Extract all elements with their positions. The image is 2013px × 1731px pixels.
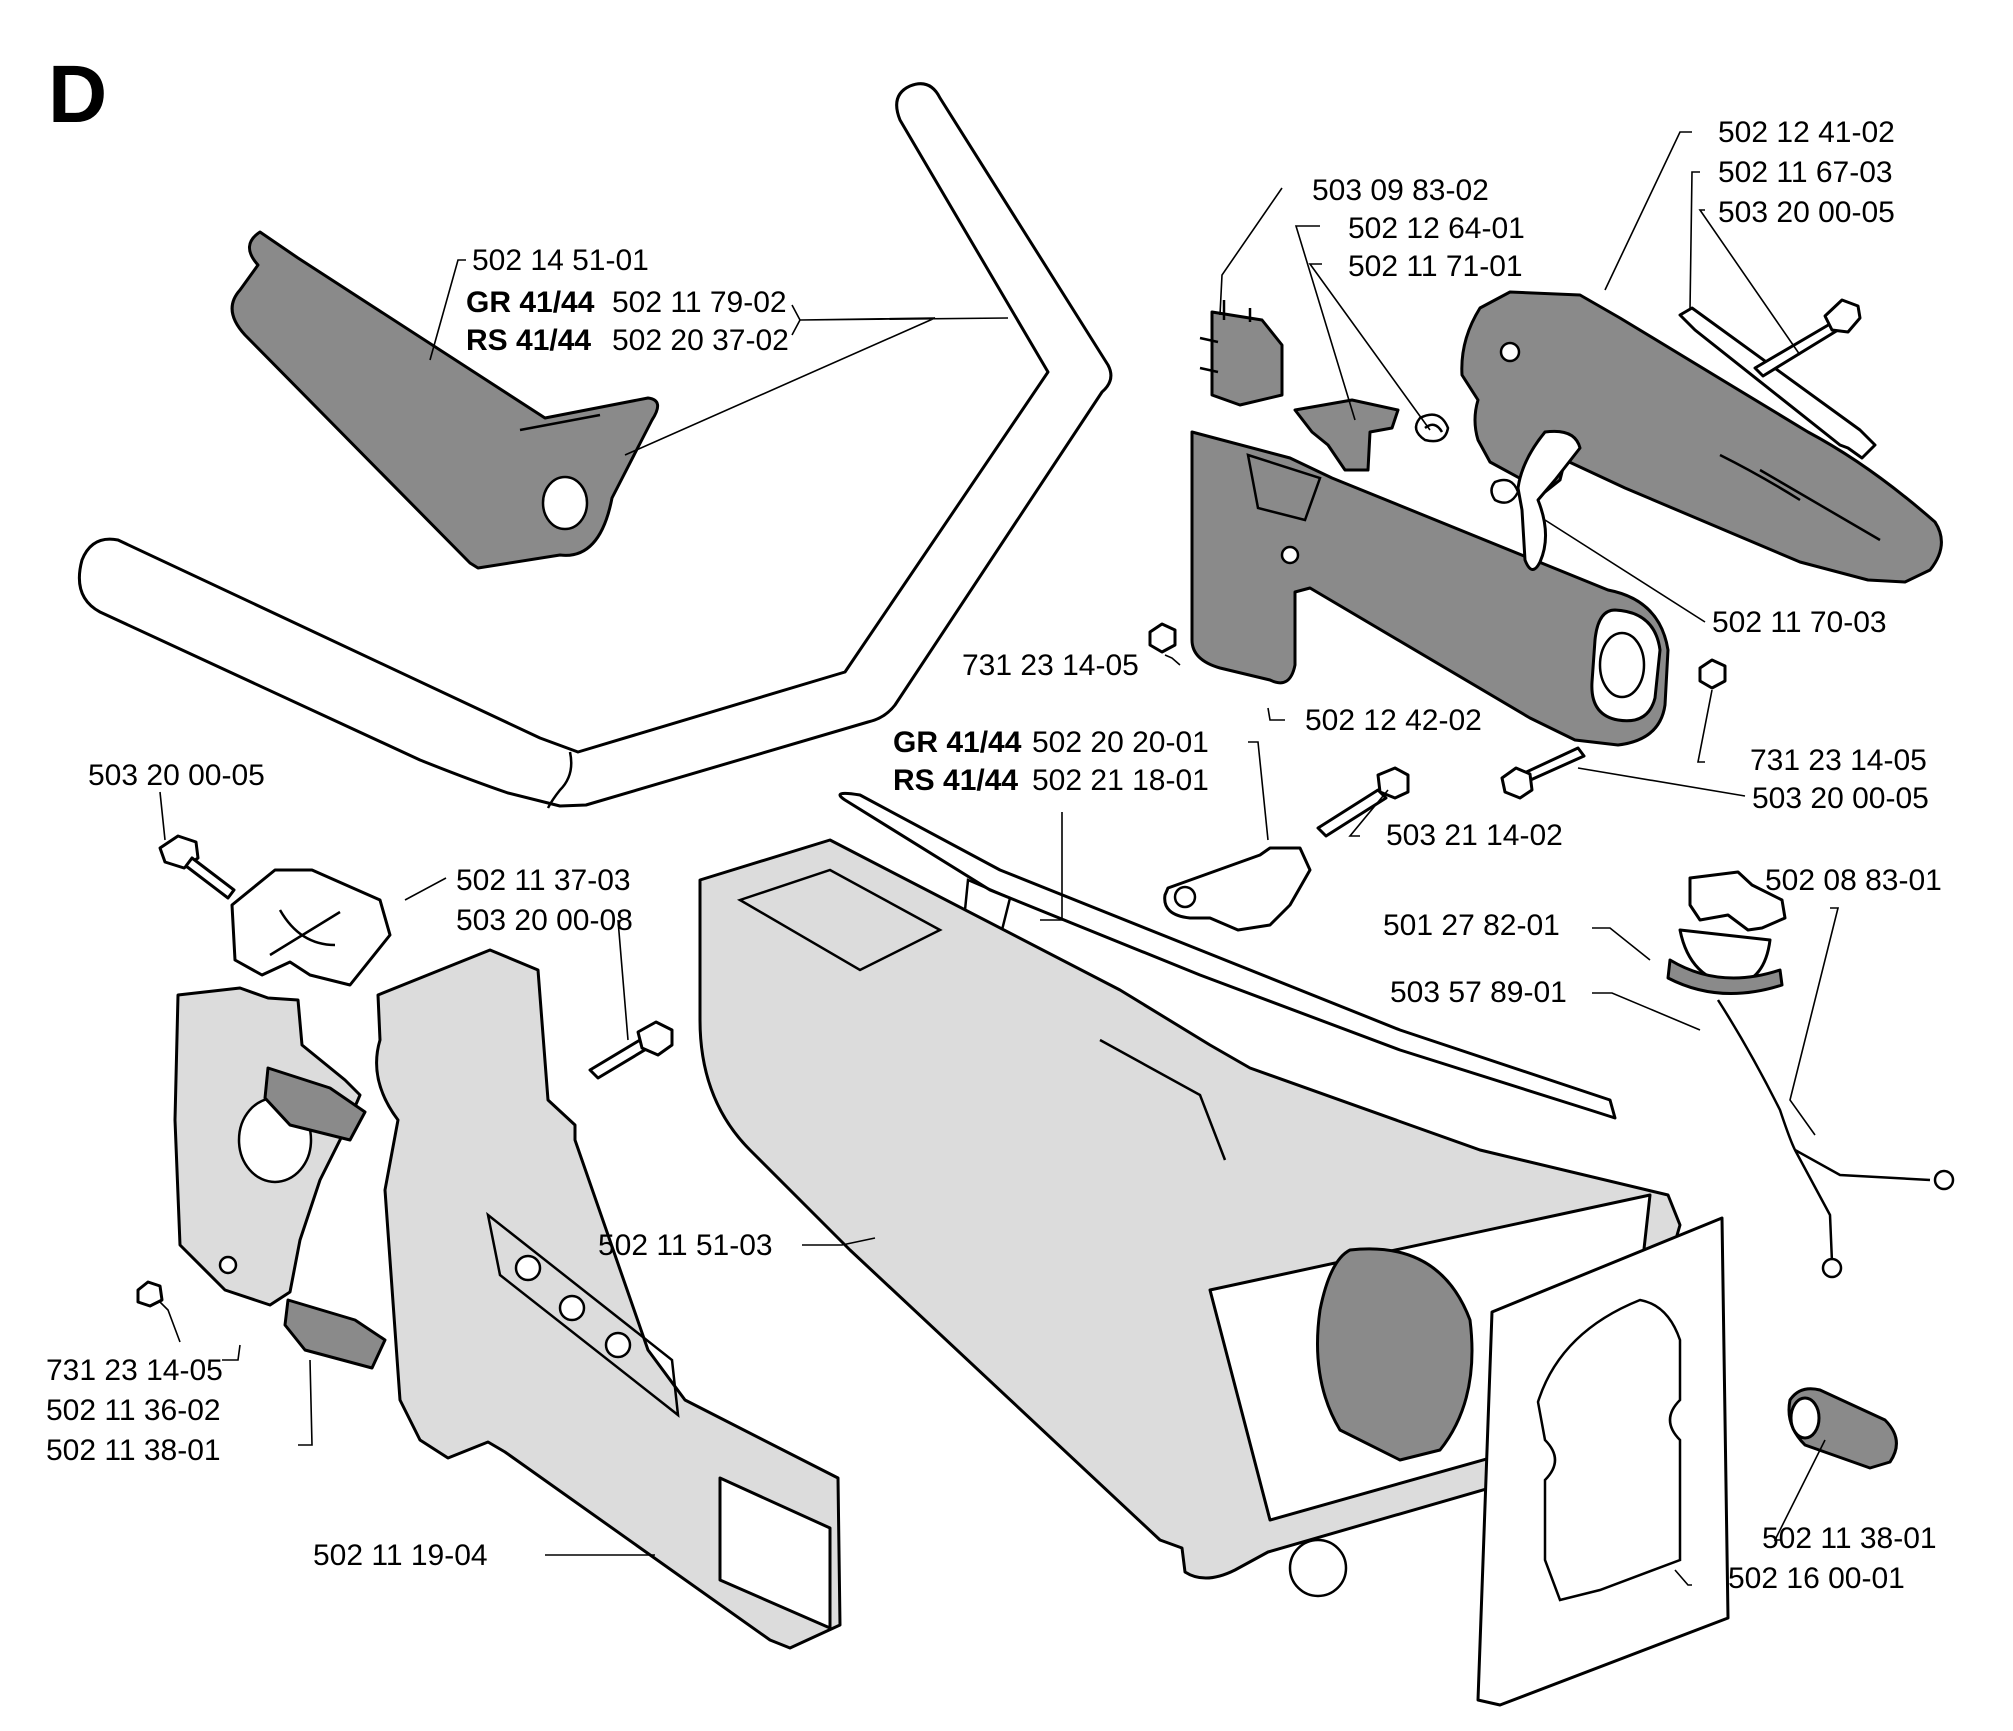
gasket — [1476, 1216, 1730, 1707]
stop-switch — [1199, 300, 1284, 407]
clamp-upper — [230, 868, 392, 987]
cable-guide — [1678, 306, 1877, 460]
label-handle-grip: 502 14 51-01 — [472, 244, 649, 277]
label-handle-cover: 502 12 41-02 — [1718, 116, 1895, 149]
label-switch: 503 09 83-02 — [1312, 174, 1489, 207]
label-bushing-left: 502 11 38-01 — [46, 1434, 221, 1467]
tube-bracket — [375, 948, 842, 1650]
label-screw-cover: 503 20 00-05 — [1718, 196, 1895, 229]
leader-lines — [159, 131, 1840, 1586]
label-model-rs-cable: RS 41/44 — [893, 764, 1018, 797]
label-rear-handle: 502 12 42-02 — [1305, 704, 1482, 737]
label-bracket-screw: 503 21 14-02 — [1386, 819, 1563, 852]
throttle-trigger — [1490, 429, 1582, 571]
label-nut-left: 731 23 14-05 — [46, 1354, 223, 1387]
label-sleeve-left: 502 11 36-02 — [46, 1394, 221, 1427]
label-spring: 502 11 71-01 — [1348, 250, 1523, 283]
label-bushing-right: 502 11 38-01 — [1762, 1522, 1937, 1555]
clamp-body — [173, 986, 387, 1370]
label-clamp-upper: 502 11 37-03 — [456, 864, 631, 897]
rear-handle — [1190, 430, 1670, 747]
spring — [1414, 413, 1450, 443]
fuel-cap — [1666, 870, 1787, 995]
handlebar-tube — [77, 82, 1113, 809]
label-tube-bracket: 502 11 19-04 — [313, 1539, 488, 1572]
label-handlebar-gr: 502 11 79-02 — [612, 286, 787, 319]
label-screw-clamp: 503 20 00-08 — [456, 904, 633, 937]
label-fuel-filter: 501 27 82-01 — [1383, 909, 1560, 942]
fuel-hose — [1716, 999, 1955, 1279]
label-model-rs-handlebar: RS 41/44 — [466, 324, 591, 357]
label-cable-guide: 502 11 67-03 — [1718, 156, 1893, 189]
label-nut-right: 731 23 14-05 — [1750, 744, 1927, 777]
label-fuel-cap: 502 08 83-01 — [1765, 864, 1942, 897]
label-screw-top-left: 503 20 00-05 — [88, 759, 265, 792]
label-nut-mid: 731 23 14-05 — [962, 649, 1139, 682]
label-throttle-cable-rs: 502 21 18-01 — [1032, 764, 1209, 797]
screw-right — [1500, 746, 1586, 800]
nut-left — [136, 1280, 164, 1308]
screw-top-left — [158, 834, 236, 900]
label-model-gr-cable: GR 41/44 — [893, 726, 1022, 759]
label-handlebar-rs: 502 20 37-02 — [612, 324, 789, 357]
label-model-gr-handlebar: GR 41/44 — [466, 286, 595, 319]
label-fuel-hose: 503 57 89-01 — [1390, 976, 1567, 1009]
handle-grip — [230, 230, 660, 570]
section-letter: D — [48, 49, 107, 140]
nut-right — [1698, 658, 1727, 690]
label-fuel-tank: 502 11 51-03 — [598, 1229, 773, 1262]
label-throttle-cable-gr: 502 20 20-01 — [1032, 726, 1209, 759]
label-throttle-lever: 502 12 64-01 — [1348, 212, 1525, 245]
bushing-right — [1787, 1387, 1898, 1470]
label-screw-right: 503 20 00-05 — [1752, 782, 1929, 815]
handle-cover — [1460, 290, 1943, 584]
nut-mid — [1148, 622, 1177, 654]
label-gasket: 502 16 00-01 — [1728, 1562, 1905, 1595]
throttle-lever — [1293, 398, 1400, 472]
bracket — [1163, 766, 1410, 932]
label-throttle-trigger: 502 11 70-03 — [1712, 606, 1887, 639]
part-labels: 502 14 51-01 GR 41/44 502 11 79-02 RS 41… — [46, 116, 1942, 1595]
screw-clamp — [588, 1020, 674, 1080]
